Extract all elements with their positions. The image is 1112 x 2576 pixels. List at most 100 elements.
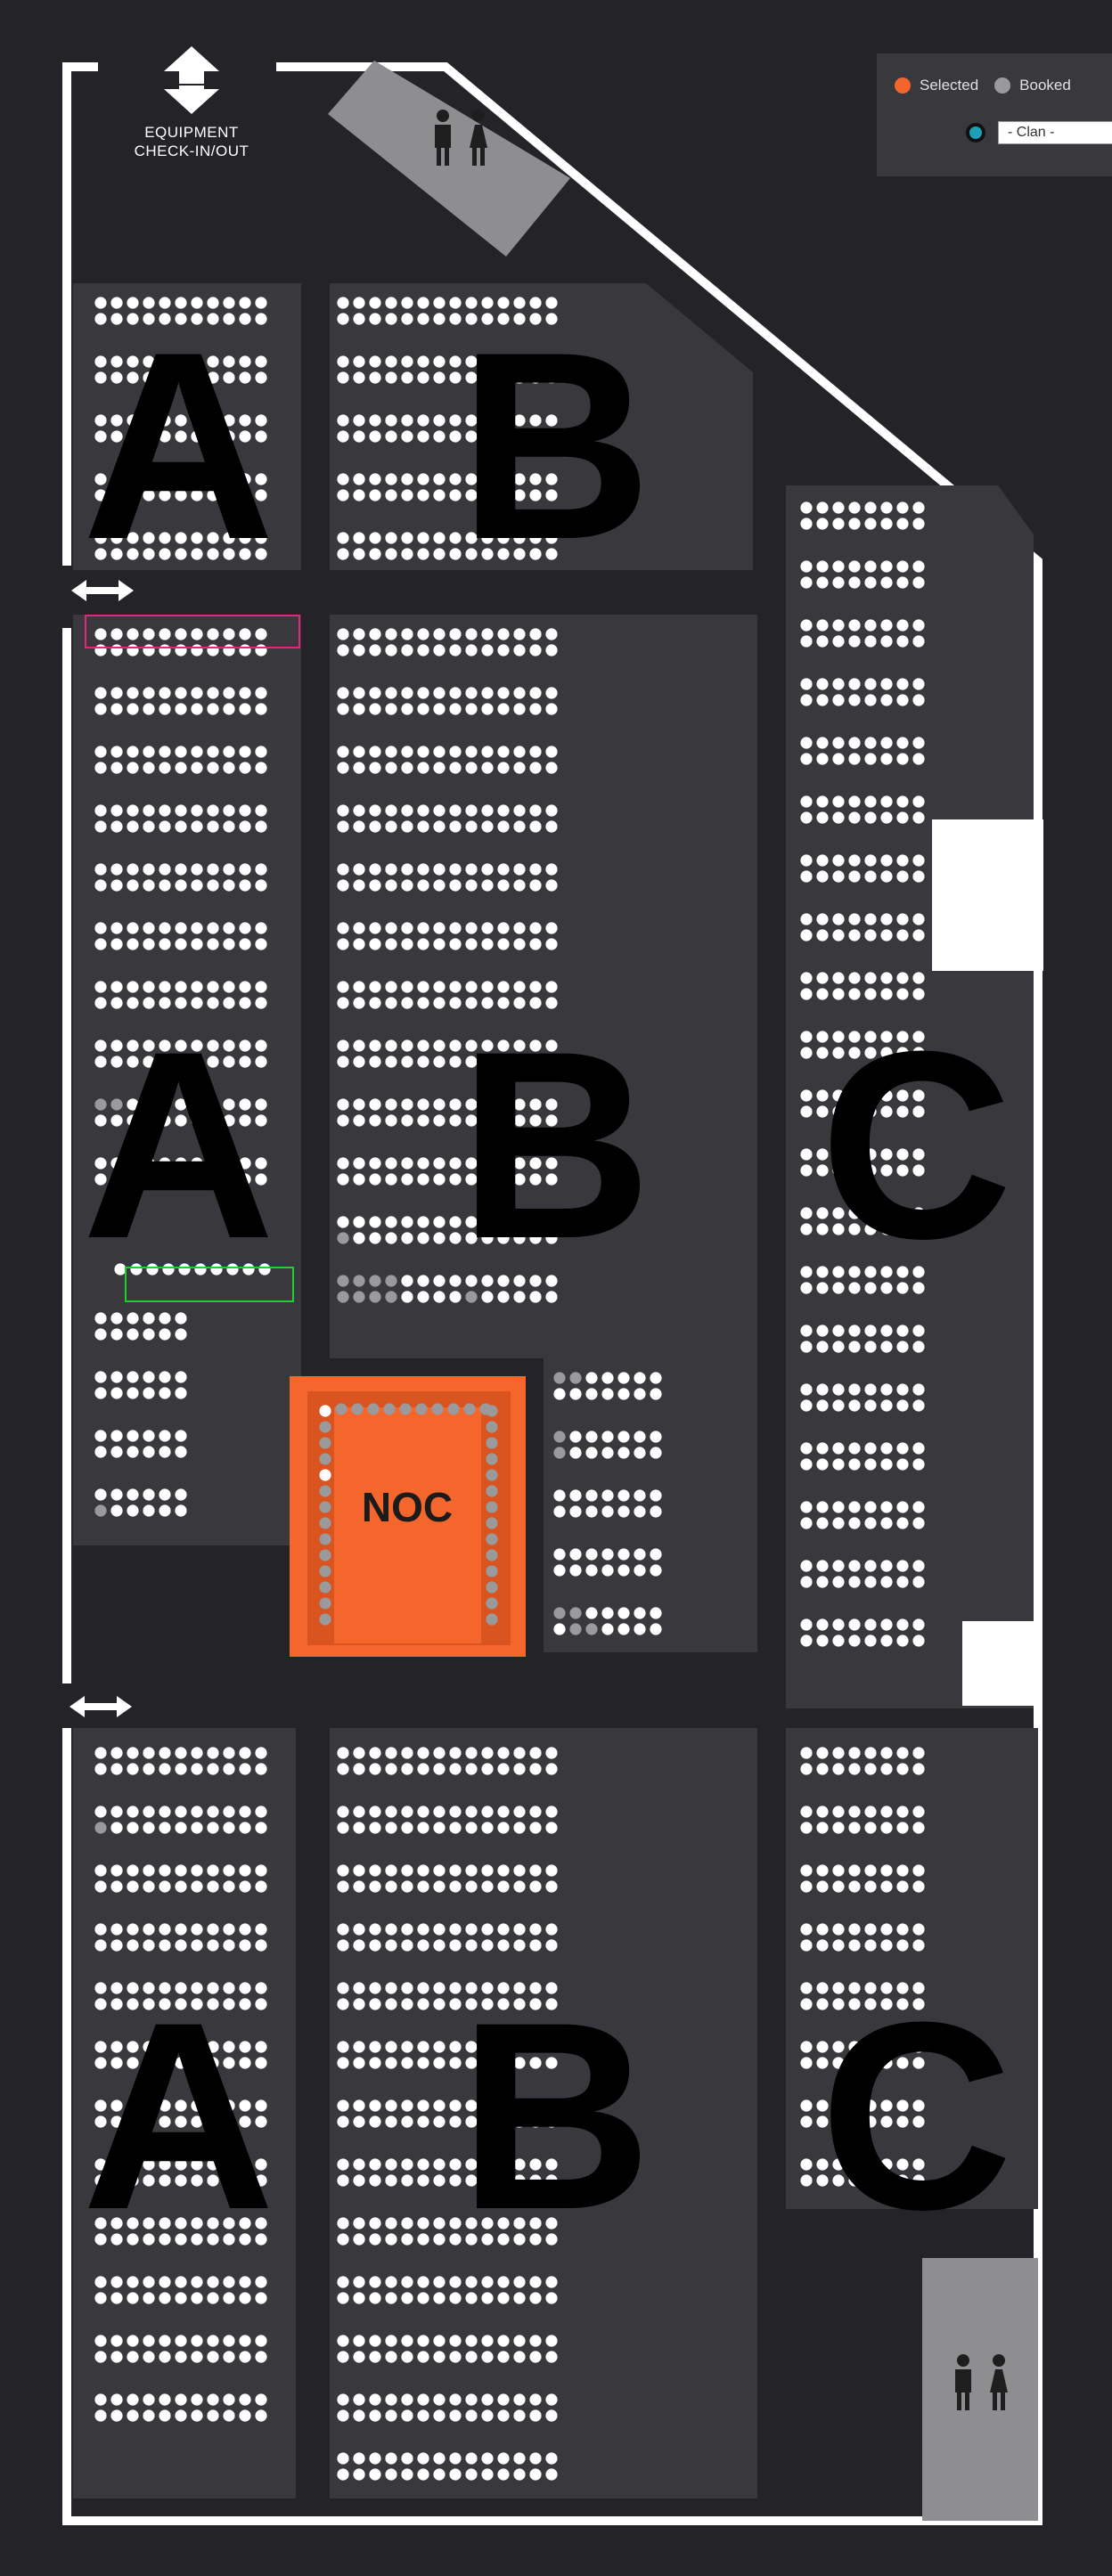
seat[interactable] xyxy=(864,1998,877,2010)
seat[interactable] xyxy=(239,430,251,443)
seat[interactable] xyxy=(143,1446,155,1458)
seat[interactable] xyxy=(223,687,235,699)
seat[interactable] xyxy=(353,746,365,758)
seat[interactable] xyxy=(143,879,155,892)
seat[interactable] xyxy=(255,879,267,892)
seat[interactable] xyxy=(800,2174,813,2187)
seat[interactable] xyxy=(449,489,462,501)
seat[interactable] xyxy=(800,2158,813,2171)
seat[interactable] xyxy=(127,2174,139,2187)
seat[interactable] xyxy=(601,1607,614,1619)
seat[interactable] xyxy=(481,2393,494,2406)
seat[interactable] xyxy=(529,628,542,640)
seat[interactable] xyxy=(449,938,462,950)
seat[interactable] xyxy=(832,2174,845,2187)
seat[interactable] xyxy=(255,2292,267,2304)
seat[interactable] xyxy=(848,1982,861,1994)
seat[interactable] xyxy=(255,2393,267,2406)
seat[interactable] xyxy=(353,1232,365,1244)
seat[interactable] xyxy=(207,313,219,325)
seat[interactable] xyxy=(864,1517,877,1529)
seat[interactable] xyxy=(800,1031,813,1043)
seat[interactable] xyxy=(481,1114,494,1127)
seat[interactable] xyxy=(175,2393,187,2406)
seat[interactable] xyxy=(159,1387,171,1399)
seat[interactable] xyxy=(127,1747,139,1759)
seat[interactable] xyxy=(545,922,558,934)
seat[interactable] xyxy=(175,938,187,950)
seat[interactable] xyxy=(401,1216,413,1228)
seat[interactable] xyxy=(848,2174,861,2187)
seat[interactable] xyxy=(417,1291,429,1303)
seat[interactable] xyxy=(465,628,478,640)
seat[interactable] xyxy=(207,820,219,833)
seat[interactable] xyxy=(337,1232,349,1244)
seat[interactable] xyxy=(800,1148,813,1161)
seat[interactable] xyxy=(337,548,349,560)
seat[interactable] xyxy=(864,972,877,984)
seat[interactable] xyxy=(513,1806,526,1818)
seat[interactable] xyxy=(880,619,893,632)
seat[interactable] xyxy=(529,489,542,501)
seat[interactable] xyxy=(337,1939,349,1952)
seat[interactable] xyxy=(191,1806,203,1818)
seat[interactable] xyxy=(481,2217,494,2230)
seat[interactable] xyxy=(385,1939,397,1952)
seat[interactable] xyxy=(110,1098,123,1111)
seat[interactable] xyxy=(545,2393,558,2406)
seat[interactable] xyxy=(159,1312,171,1325)
seat[interactable] xyxy=(337,355,349,368)
seat[interactable] xyxy=(497,414,510,427)
seat[interactable] xyxy=(94,532,107,544)
seat[interactable] xyxy=(127,548,139,560)
seat[interactable] xyxy=(545,1822,558,1834)
seat[interactable] xyxy=(191,1114,203,1127)
seat[interactable] xyxy=(832,1325,845,1337)
seat[interactable] xyxy=(912,1939,925,1952)
seat[interactable] xyxy=(159,297,171,309)
seat[interactable] xyxy=(513,1763,526,1775)
seat[interactable] xyxy=(159,938,171,950)
seat[interactable] xyxy=(207,997,219,1009)
seat[interactable] xyxy=(337,2409,349,2422)
seat[interactable] xyxy=(848,560,861,573)
seat[interactable] xyxy=(465,1923,478,1936)
seat[interactable] xyxy=(569,1505,582,1518)
seat[interactable] xyxy=(553,1489,566,1502)
seat[interactable] xyxy=(385,2233,397,2246)
seat[interactable] xyxy=(401,2393,413,2406)
seat[interactable] xyxy=(223,2217,235,2230)
seat[interactable] xyxy=(191,313,203,325)
seat[interactable] xyxy=(513,1864,526,1877)
seat[interactable] xyxy=(848,2115,861,2128)
seat[interactable] xyxy=(481,687,494,699)
seat[interactable] xyxy=(239,1114,251,1127)
seat[interactable] xyxy=(912,913,925,925)
seat[interactable] xyxy=(127,1763,139,1775)
seat[interactable] xyxy=(223,1763,235,1775)
seat[interactable] xyxy=(417,1039,429,1052)
seat[interactable] xyxy=(369,1291,381,1303)
seat[interactable] xyxy=(513,2217,526,2230)
seat[interactable] xyxy=(449,2409,462,2422)
seat[interactable] xyxy=(159,2057,171,2069)
seat[interactable] xyxy=(497,473,510,485)
seat[interactable] xyxy=(143,473,155,485)
seat[interactable] xyxy=(385,644,397,656)
seat[interactable] xyxy=(191,532,203,544)
seat[interactable] xyxy=(481,981,494,993)
seat[interactable] xyxy=(816,1501,829,1513)
seat[interactable] xyxy=(337,2468,349,2481)
seat[interactable] xyxy=(433,820,446,833)
seat[interactable] xyxy=(465,548,478,560)
seat[interactable] xyxy=(385,1291,397,1303)
seat[interactable] xyxy=(337,863,349,876)
seat[interactable] xyxy=(848,1618,861,1631)
seat[interactable] xyxy=(401,473,413,485)
seat[interactable] xyxy=(449,1232,462,1244)
seat[interactable] xyxy=(417,922,429,934)
seat[interactable] xyxy=(816,1747,829,1759)
seat[interactable] xyxy=(449,2233,462,2246)
seat[interactable] xyxy=(864,501,877,514)
seat[interactable] xyxy=(896,1822,909,1834)
